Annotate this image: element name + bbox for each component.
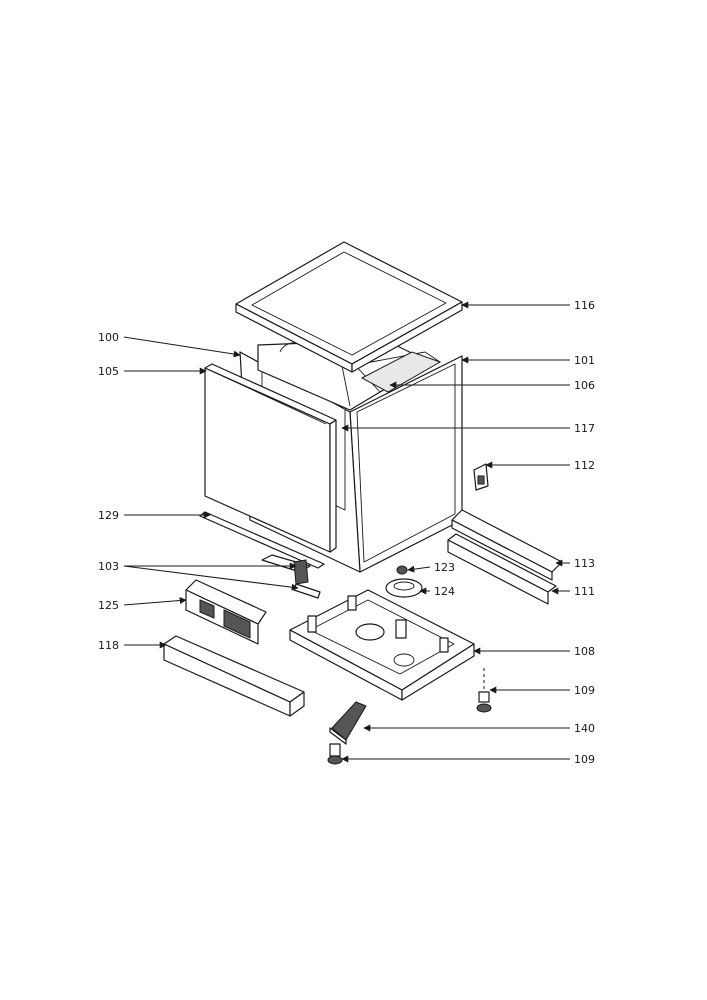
callout-118: 118: [98, 639, 119, 652]
callout-106: 106: [574, 379, 595, 392]
base-108: [289, 589, 475, 701]
callout-105: 105: [98, 365, 119, 378]
worktop-116: [235, 241, 463, 373]
callout-124: 124: [434, 585, 455, 598]
hinge-103: [261, 554, 321, 599]
callout-103: 103: [98, 560, 119, 573]
leader-lines: [123, 301, 570, 763]
rail-111: [447, 533, 557, 605]
plinth-118: [163, 635, 305, 717]
callout-109-upper: 109: [574, 684, 595, 697]
insulation-part-106: [360, 351, 442, 393]
callout-140: 140: [574, 722, 595, 735]
control-panel-125: [185, 579, 267, 645]
callout-100: 100: [98, 331, 119, 344]
foot-bracket-140: [329, 701, 367, 745]
callout-129: 129: [98, 509, 119, 522]
callout-111: 111: [574, 585, 595, 598]
callout-113: 113: [574, 557, 595, 570]
bracket-112: [473, 463, 489, 491]
callout-112: 112: [574, 459, 595, 472]
clip-123: [396, 565, 408, 575]
door-105: [204, 363, 337, 553]
callout-109-lower: 109: [574, 753, 595, 766]
callout-116: 116: [574, 299, 595, 312]
callout-101: 101: [574, 354, 595, 367]
callout-108: 108: [574, 645, 595, 658]
float-disc-124: [385, 578, 423, 598]
callout-123: 123: [434, 561, 455, 574]
callout-125: 125: [98, 599, 119, 612]
foot-109-upper: [476, 668, 492, 713]
foot-109-lower: [327, 743, 343, 765]
callout-labels: 100 105 129 103 125 118 116 101 106 117 …: [98, 299, 595, 766]
callout-117: 117: [574, 422, 595, 435]
